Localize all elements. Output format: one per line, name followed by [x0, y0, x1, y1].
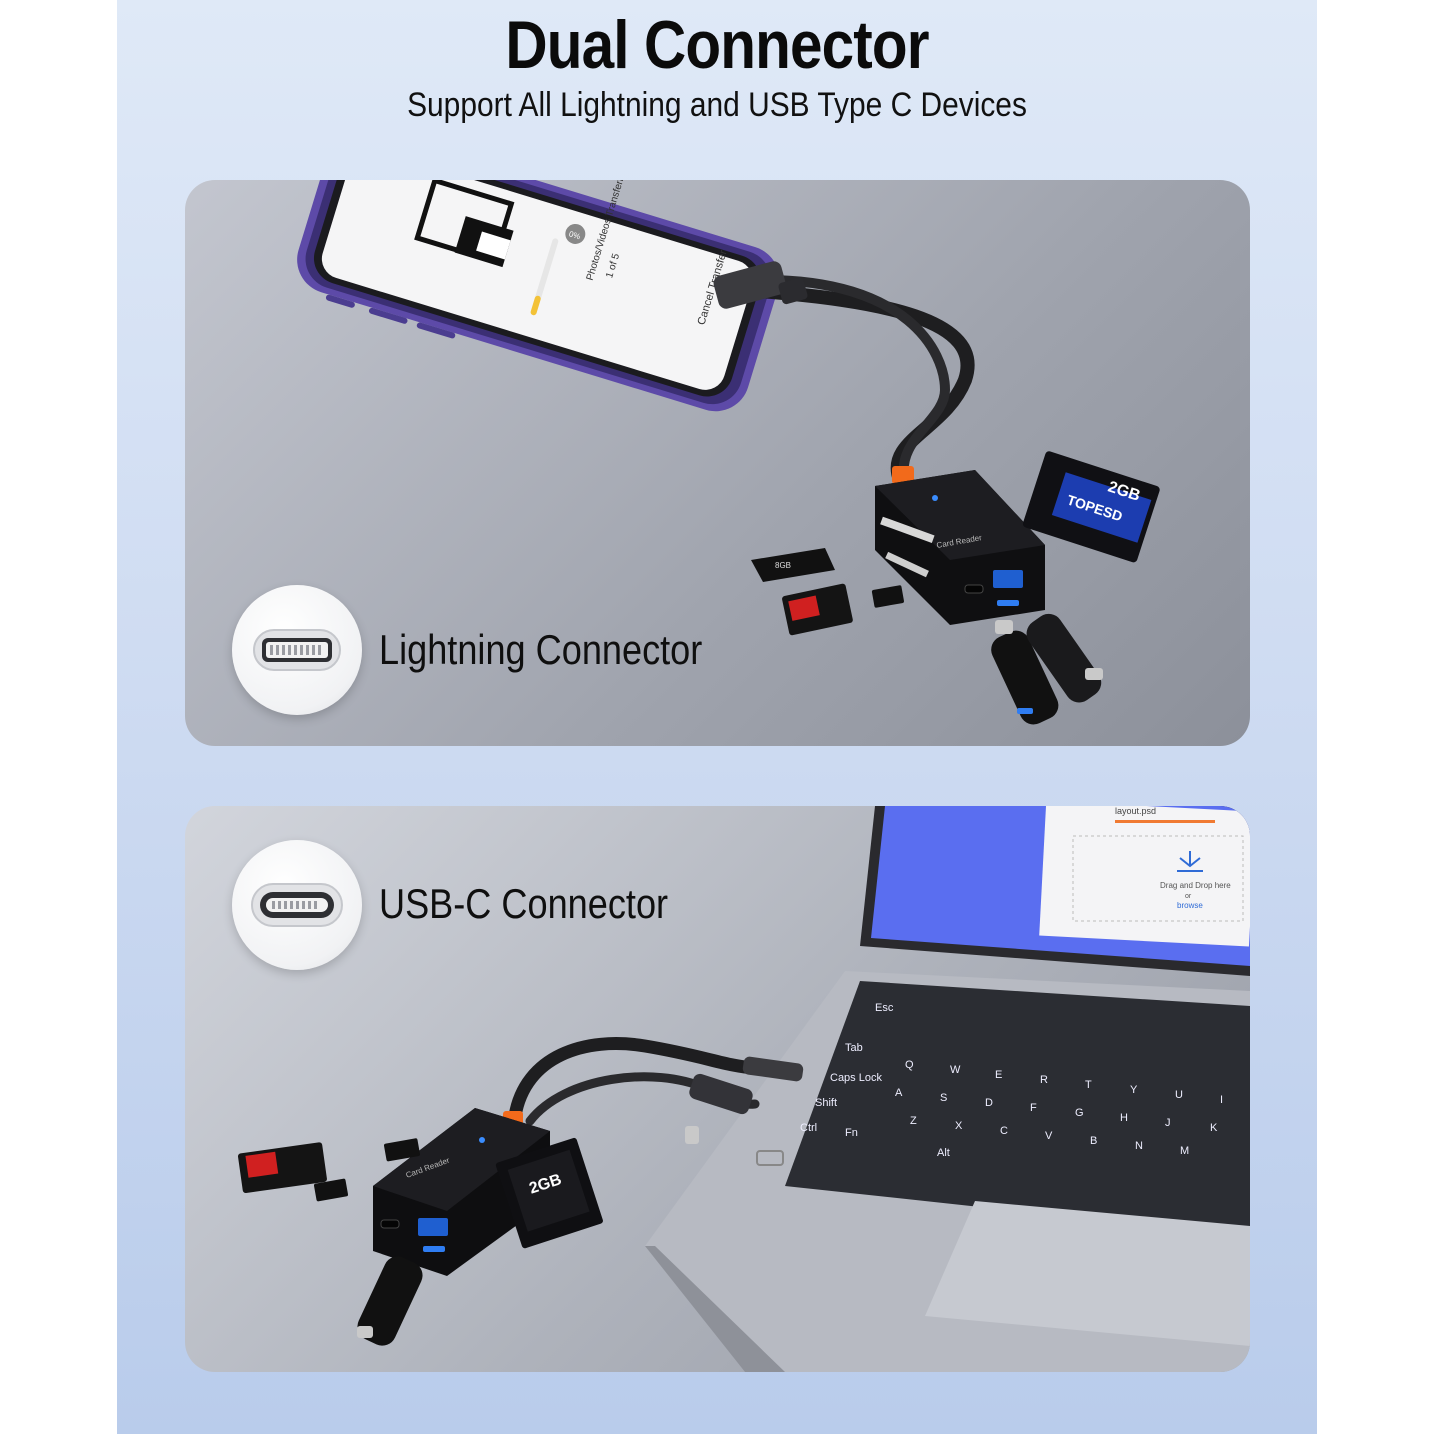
key-tab: Tab: [845, 1042, 863, 1054]
phone: Photos/Videos Transferred 1 of 5 0% Canc…: [297, 180, 780, 412]
key-caps-lock: Caps Lock: [830, 1072, 882, 1084]
key-i: I: [1220, 1094, 1223, 1106]
cf-card-usb-c: 2GB: [495, 1137, 603, 1249]
usb-c-badge: [232, 840, 362, 970]
key-n: N: [1135, 1140, 1143, 1152]
usb-c-adapter: [357, 1256, 423, 1346]
key-ctrl: Ctrl: [800, 1122, 817, 1134]
key-y: Y: [1130, 1084, 1138, 1096]
page-subtitle: Support All Lightning and USB Type C Dev…: [407, 86, 1027, 124]
key-shift: Shift: [815, 1097, 837, 1109]
key-q: Q: [905, 1059, 914, 1071]
key-g: G: [1075, 1107, 1084, 1119]
lightning-connector-icon: [253, 629, 341, 671]
usb-adapters: [991, 613, 1103, 725]
key-esc: Esc: [875, 1002, 894, 1014]
usb-c-label: USB-C Connector: [379, 880, 669, 927]
laptop-file-name: layout.psd: [1115, 806, 1156, 816]
lightning-panel: Photos/Videos Transferred 1 of 5 0% Canc…: [185, 180, 1250, 746]
key-m: M: [1180, 1145, 1189, 1157]
card-reader-hub: Card Reader: [875, 470, 1045, 625]
key-t: T: [1085, 1079, 1092, 1091]
key-fn: Fn: [845, 1127, 858, 1139]
lightning-product-scene: Photos/Videos Transferred 1 of 5 0% Canc…: [297, 180, 1160, 725]
page-title: Dual Connector: [505, 7, 929, 83]
key-s: S: [940, 1092, 947, 1104]
key-k: K: [1210, 1122, 1218, 1134]
laptop-browse-link: browse: [1177, 901, 1203, 910]
key-c: C: [1000, 1125, 1008, 1137]
key-w: W: [950, 1064, 961, 1076]
key-e: E: [995, 1069, 1002, 1081]
lightning-badge: [232, 585, 362, 715]
laptop-or-text: or: [1185, 893, 1192, 900]
key-a: A: [895, 1087, 903, 1099]
key-d: D: [985, 1097, 993, 1109]
usb-c-connector-icon: [251, 883, 343, 927]
memory-cards-usb-c: [237, 1138, 420, 1202]
key-h: H: [1120, 1112, 1128, 1124]
micro-sd-adapter-label: 8GB: [775, 561, 791, 570]
cf-card: TOPESD 2GB: [1022, 451, 1160, 563]
usb-c-product-scene: layout.psd Drag and Drop here or browse …: [237, 806, 1250, 1372]
key-f: F: [1030, 1102, 1037, 1114]
lightning-label: Lightning Connector: [379, 626, 703, 673]
card-reader-hub-usb-c: Card Reader: [373, 1108, 550, 1276]
key-alt: Alt: [937, 1147, 950, 1159]
memory-cards: 8GB: [751, 548, 904, 636]
laptop-drop-text: Drag and Drop here: [1160, 881, 1231, 890]
key-j: J: [1165, 1117, 1171, 1129]
phone-transfer-percent: 0%: [568, 229, 582, 241]
key-b: B: [1090, 1135, 1097, 1147]
key-x: X: [955, 1120, 963, 1132]
key-u: U: [1175, 1089, 1183, 1101]
product-poster: Dual Connector Support All Lightning and…: [117, 0, 1317, 1434]
key-z: Z: [910, 1115, 917, 1127]
key-r: R: [1040, 1074, 1048, 1086]
usb-c-panel: layout.psd Drag and Drop here or browse …: [185, 806, 1250, 1372]
keyboard: Esc Tab Caps Lock Shift Ctrl Fn Alt Q W …: [800, 1002, 1223, 1159]
key-v: V: [1045, 1130, 1053, 1142]
